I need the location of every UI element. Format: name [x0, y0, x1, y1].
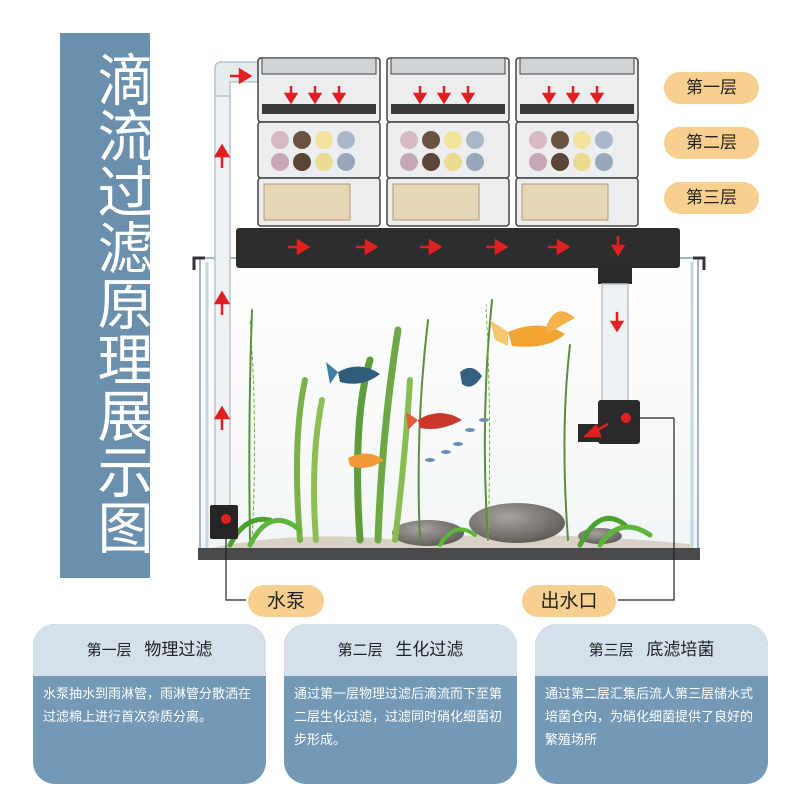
- page-title: 滴流过滤原理展示图: [88, 51, 153, 555]
- card-layer-label: 第二层: [337, 641, 383, 659]
- drip-tray-rail: [236, 228, 680, 268]
- pump-icon: [210, 505, 238, 539]
- fish-icon: [425, 418, 489, 462]
- filter-boxes: [257, 57, 639, 227]
- card-layer-1: 第一层 物理过滤 水泵抽水到雨淋管，雨淋管分散洒在过滤棉上进行首次杂质分离。: [33, 624, 266, 784]
- flow-arrow-icon: [213, 67, 626, 438]
- card-description: 水泵抽水到雨淋管，雨淋管分散洒在过滤棉上进行首次杂质分离。: [43, 687, 252, 725]
- card-layer-label: 第一层: [86, 641, 132, 659]
- title-panel: 滴流过滤原理展示图: [60, 33, 153, 578]
- card-name: 物理过滤: [144, 640, 213, 660]
- card-heading: 第一层 物理过滤: [33, 624, 266, 676]
- card-heading: 第三层 底滤培菌: [535, 624, 768, 676]
- card-description: 通过第二层汇集后流人第三层储水式培菌仓内，为硝化细菌提供了良好的繁殖场所: [545, 687, 754, 748]
- card-description: 通过第一层物理过滤后滴流而下至第二层生化过滤，过滤同时硝化细菌初步形成。: [294, 687, 503, 748]
- card-name: 生化过滤: [395, 640, 464, 660]
- card-layer-3: 第三层 底滤培菌 通过第二层汇集后流人第三层储水式培菌仓内，为硝化细菌提供了良好…: [535, 624, 768, 784]
- card-heading: 第二层 生化过滤: [284, 624, 517, 676]
- fish-icon: [406, 412, 462, 430]
- plant-icon: [227, 299, 653, 548]
- fish-icon: [490, 311, 575, 347]
- layer-label-2: 第二层: [664, 127, 759, 159]
- fish-icon: [460, 367, 482, 387]
- card-layer-2: 第二层 生化过滤 通过第一层物理过滤后滴流而下至第二层生化过滤，过滤同时硝化细菌…: [284, 624, 517, 784]
- fish-icon: [326, 362, 380, 384]
- card-layer-label: 第三层: [588, 641, 634, 659]
- outlet-label: 出水口: [522, 585, 616, 617]
- callout-lines: [225, 417, 675, 601]
- pump-label: 水泵: [248, 585, 324, 617]
- layer-label-1: 第一层: [664, 72, 759, 104]
- stone: [469, 503, 565, 543]
- layer-label-3: 第三层: [664, 182, 759, 214]
- fish-icon: [348, 453, 384, 468]
- card-name: 底滤培菌: [646, 640, 715, 660]
